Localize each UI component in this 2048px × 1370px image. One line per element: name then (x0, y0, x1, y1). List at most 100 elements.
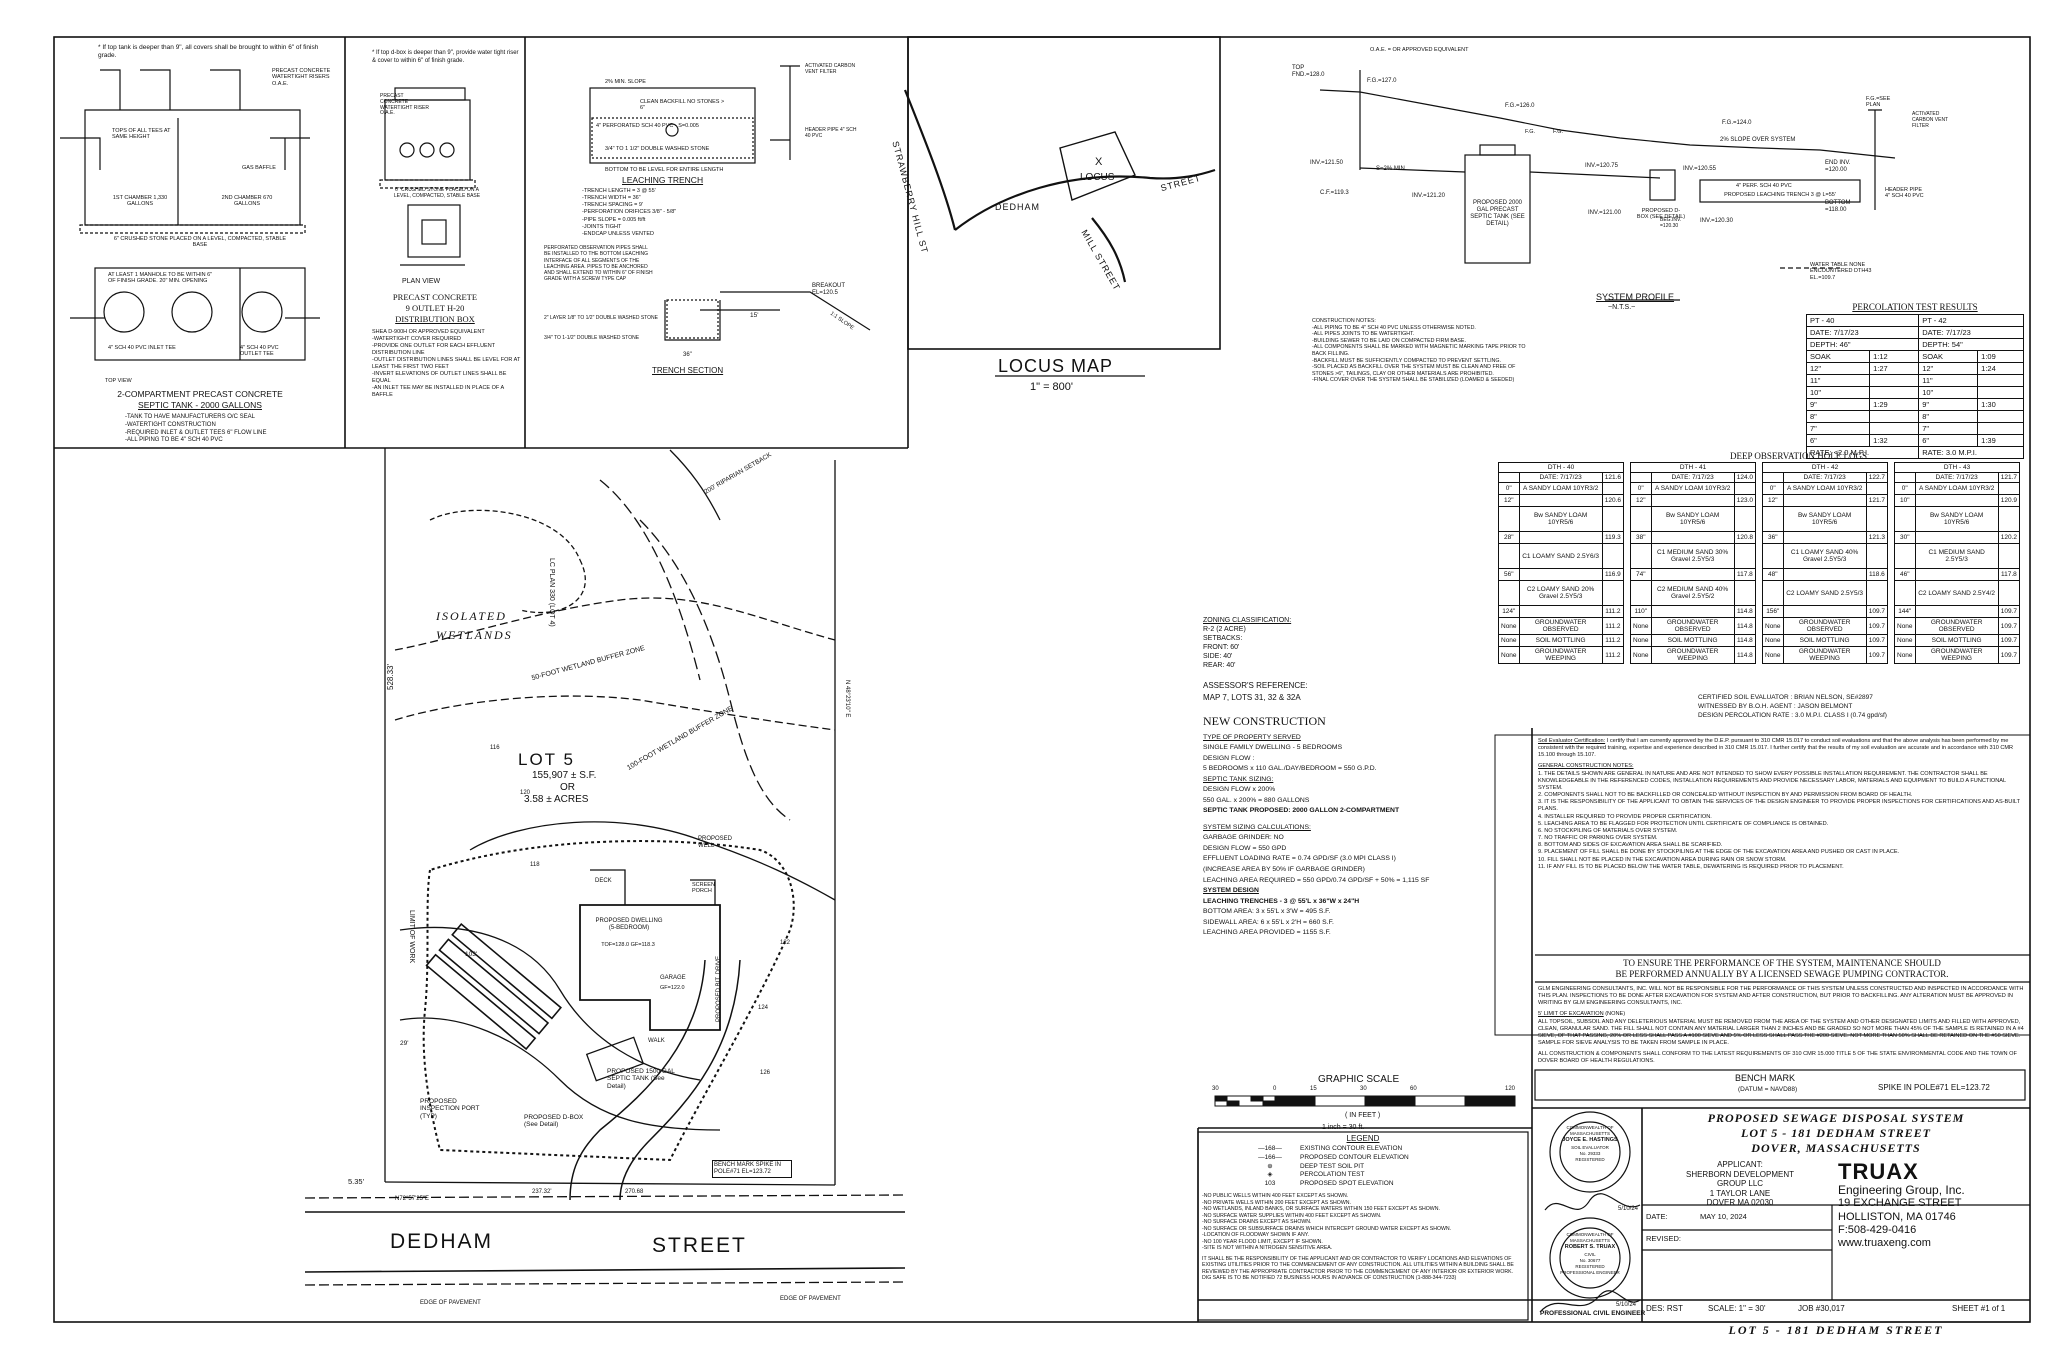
log-cell: 109.7 (1865, 605, 1889, 618)
log-cell (1865, 482, 1889, 495)
date-value: MAY 10, 2024 (1700, 1212, 1747, 1221)
plan-frontage-bearing: N72°57'25"E (395, 1196, 430, 1202)
legend-symbol: 103 (1264, 1180, 1276, 1188)
legend-item: ⊕DEEP TEST SOIL PIT (1240, 1163, 1526, 1172)
plan-septic-tank: PROPOSED 1500 GAL SEPTIC TANK (See Detai… (607, 1068, 675, 1090)
signature-2 (1539, 1290, 1641, 1313)
profile-inv-121-00: INV.=121.00 (1588, 210, 1621, 216)
log-cell: 121.3 (1865, 531, 1889, 544)
scale-tick-5: 60 (1410, 1086, 1417, 1092)
street-label-dedham: DEDHAM (390, 1230, 494, 1253)
log-cell: C1 MEDIUM SAND 2.5Y5/3 (1914, 543, 1999, 569)
perc-cell: 1:30 (1977, 398, 2024, 412)
log-cell: 111.2 (1601, 605, 1625, 618)
perc-cell: DATE: 7/17/23 (1918, 326, 2024, 340)
trench-observation-note: PERFORATED OBSERVATION PIPES SHALL BE IN… (544, 245, 653, 283)
legend-text: EXISTING CONTOUR ELEVATION (1300, 1145, 1403, 1153)
log-cell (1997, 506, 2021, 532)
legend-responsibility: IT SHALL BE THE RESPONSIBILITY OF THE AP… (1202, 1255, 1514, 1282)
log-cell: 124" (1498, 605, 1520, 618)
log-cell (1498, 506, 1520, 532)
plan-inspection-port: PROPOSED INSPECTION PORT (TYP) (420, 1098, 480, 1120)
sheet-scale: SCALE: 1" = 30' (1708, 1304, 1766, 1313)
profile-dbox-label: PROPOSED D-BOX (SEE DETAIL) (1636, 208, 1686, 221)
applicant-block: APPLICANT: SHERBORN DEVELOPMENT GROUP LL… (1685, 1160, 1795, 1208)
plan-garage: GARAGE (660, 975, 686, 981)
trench-label-double-stone: 3/4" TO 1-1/2" DOUBLE WASHED STONE (544, 335, 640, 341)
log-cell: DATE: 7/17/23 (1518, 472, 1603, 483)
plan-contour-120: 120 (520, 790, 531, 796)
log-cell (1733, 506, 1757, 532)
perc-cell: 1:32 (1869, 434, 1920, 448)
profile-water-table: WATER TABLE NONE ENCOUNTERED DTH43 EL.=1… (1810, 262, 1872, 281)
perc-row: 7"7" (1805, 422, 2024, 436)
septic-tank-detail (60, 69, 320, 361)
profile-title: SYSTEM PROFILE (1596, 292, 1675, 302)
log-cell (1782, 568, 1867, 581)
log-cell: A SANDY LOAM 10YR3/2 (1782, 482, 1867, 495)
log-cell: 117.8 (1997, 568, 2021, 581)
sig-date-2: 5/10/24 (1616, 1302, 1637, 1308)
dbox-notes: SHEA D-900H OR APPROVED EQUIVALENT -WATE… (372, 329, 521, 399)
log-cell: 118.6 (1865, 568, 1889, 581)
log-cell: None (1894, 634, 1916, 647)
plan-walk: WALK (648, 1038, 665, 1044)
zoning-title: ZONING CLASSIFICATION: (1203, 617, 1292, 624)
log-cell: 0" (1630, 482, 1652, 495)
log-cell: 114.8 (1733, 605, 1757, 618)
profile-header-label: HEADER PIPE 4" SCH 40 PVC (1885, 187, 1924, 200)
perc-cell: 7" (1918, 422, 1979, 436)
log-cell (1782, 494, 1867, 507)
log-row: Bw SANDY LOAM 10YR5/6 (1498, 506, 1625, 532)
profile-inv-120-55: INV.=120.55 (1683, 166, 1716, 172)
profile-perf-pipe: 4" PERF. SCH 40 PVC (1736, 183, 1792, 189)
perc-cell: 6" (1805, 434, 1871, 448)
design-calculations: NEW CONSTRUCTION TYPE OF PROPERTY SERVED… (1203, 712, 1493, 939)
log-row: C1 LOAMY SAND 40% Gravel 2.5Y5/3 (1762, 543, 1889, 569)
perc-cell (1869, 422, 1920, 436)
firm-block: TRUAX Engineering Group, Inc. 19 EXCHANG… (1838, 1160, 2028, 1250)
trench-label-vent: ACTIVATED CARBON VENT FILTER (805, 63, 856, 75)
log-row: C2 LOAMY SAND 2.5Y4/2 (1894, 580, 2021, 606)
trench-label-header: HEADER PIPE 4" SCH 40 PVC (805, 127, 857, 139)
gen-notes: 1. THE DETAILS SHOWN ARE GENERAL IN NATU… (1538, 770, 2020, 870)
log-cell (1518, 568, 1603, 581)
log-cell: C2 MEDIUM SAND 40% Gravel 2.5Y5/2 (1650, 580, 1735, 606)
perc-cell (1977, 374, 2024, 388)
logs-title: DEEP OBSERVATION HOLE LOGS (1730, 451, 1868, 461)
log-cell: DATE: 7/17/23 (1782, 472, 1867, 483)
perc-cell: 11" (1918, 374, 1979, 388)
legend-text: PROPOSED CONTOUR ELEVATION (1300, 1153, 1409, 1161)
footer-title: LOT 5 - 181 DEDHAM STREET (1728, 1323, 1944, 1337)
log-cell: 114.8 (1733, 634, 1757, 647)
septic-label-baffle: GAS BAFFLE (242, 165, 276, 171)
log-cell: 120.9 (1997, 494, 2021, 507)
log-cell (1630, 543, 1652, 569)
log-cell: 110" (1630, 605, 1652, 618)
log-cell: 48" (1762, 568, 1784, 581)
notes-panel: Soil Evaluator Certification: I certify … (1538, 738, 2026, 871)
excavation-title: 5' LIMIT OF EXCAVATION (1538, 1011, 1604, 1018)
perc-test-title: PERCOLATION TEST RESULTS (1852, 302, 1978, 312)
log-cell: 124.0 (1733, 472, 1757, 483)
plan-lc-plan: LC PLAN 330 (LOT 4) (548, 558, 555, 627)
profile-fg-126: F.G.=126.0 (1505, 103, 1535, 109)
signature-1 (1544, 1193, 1641, 1211)
perc-row: 10"10" (1805, 386, 2024, 400)
plan-deck: DECK (595, 878, 612, 884)
dbox-title-3: DISTRIBUTION BOX (395, 314, 475, 324)
log-cell: A SANDY LOAM 10YR3/2 (1650, 482, 1735, 495)
perc-cell: DEPTH: 54" (1918, 338, 2024, 352)
perc-cell: 8" (1805, 410, 1871, 424)
perc-cell: 8" (1918, 410, 1979, 424)
log-cell: C1 MEDIUM SAND 30% Gravel 2.5Y5/3 (1650, 543, 1735, 569)
perc-cell (1977, 422, 2024, 436)
legend-symbol: ◈ (1267, 1171, 1273, 1179)
